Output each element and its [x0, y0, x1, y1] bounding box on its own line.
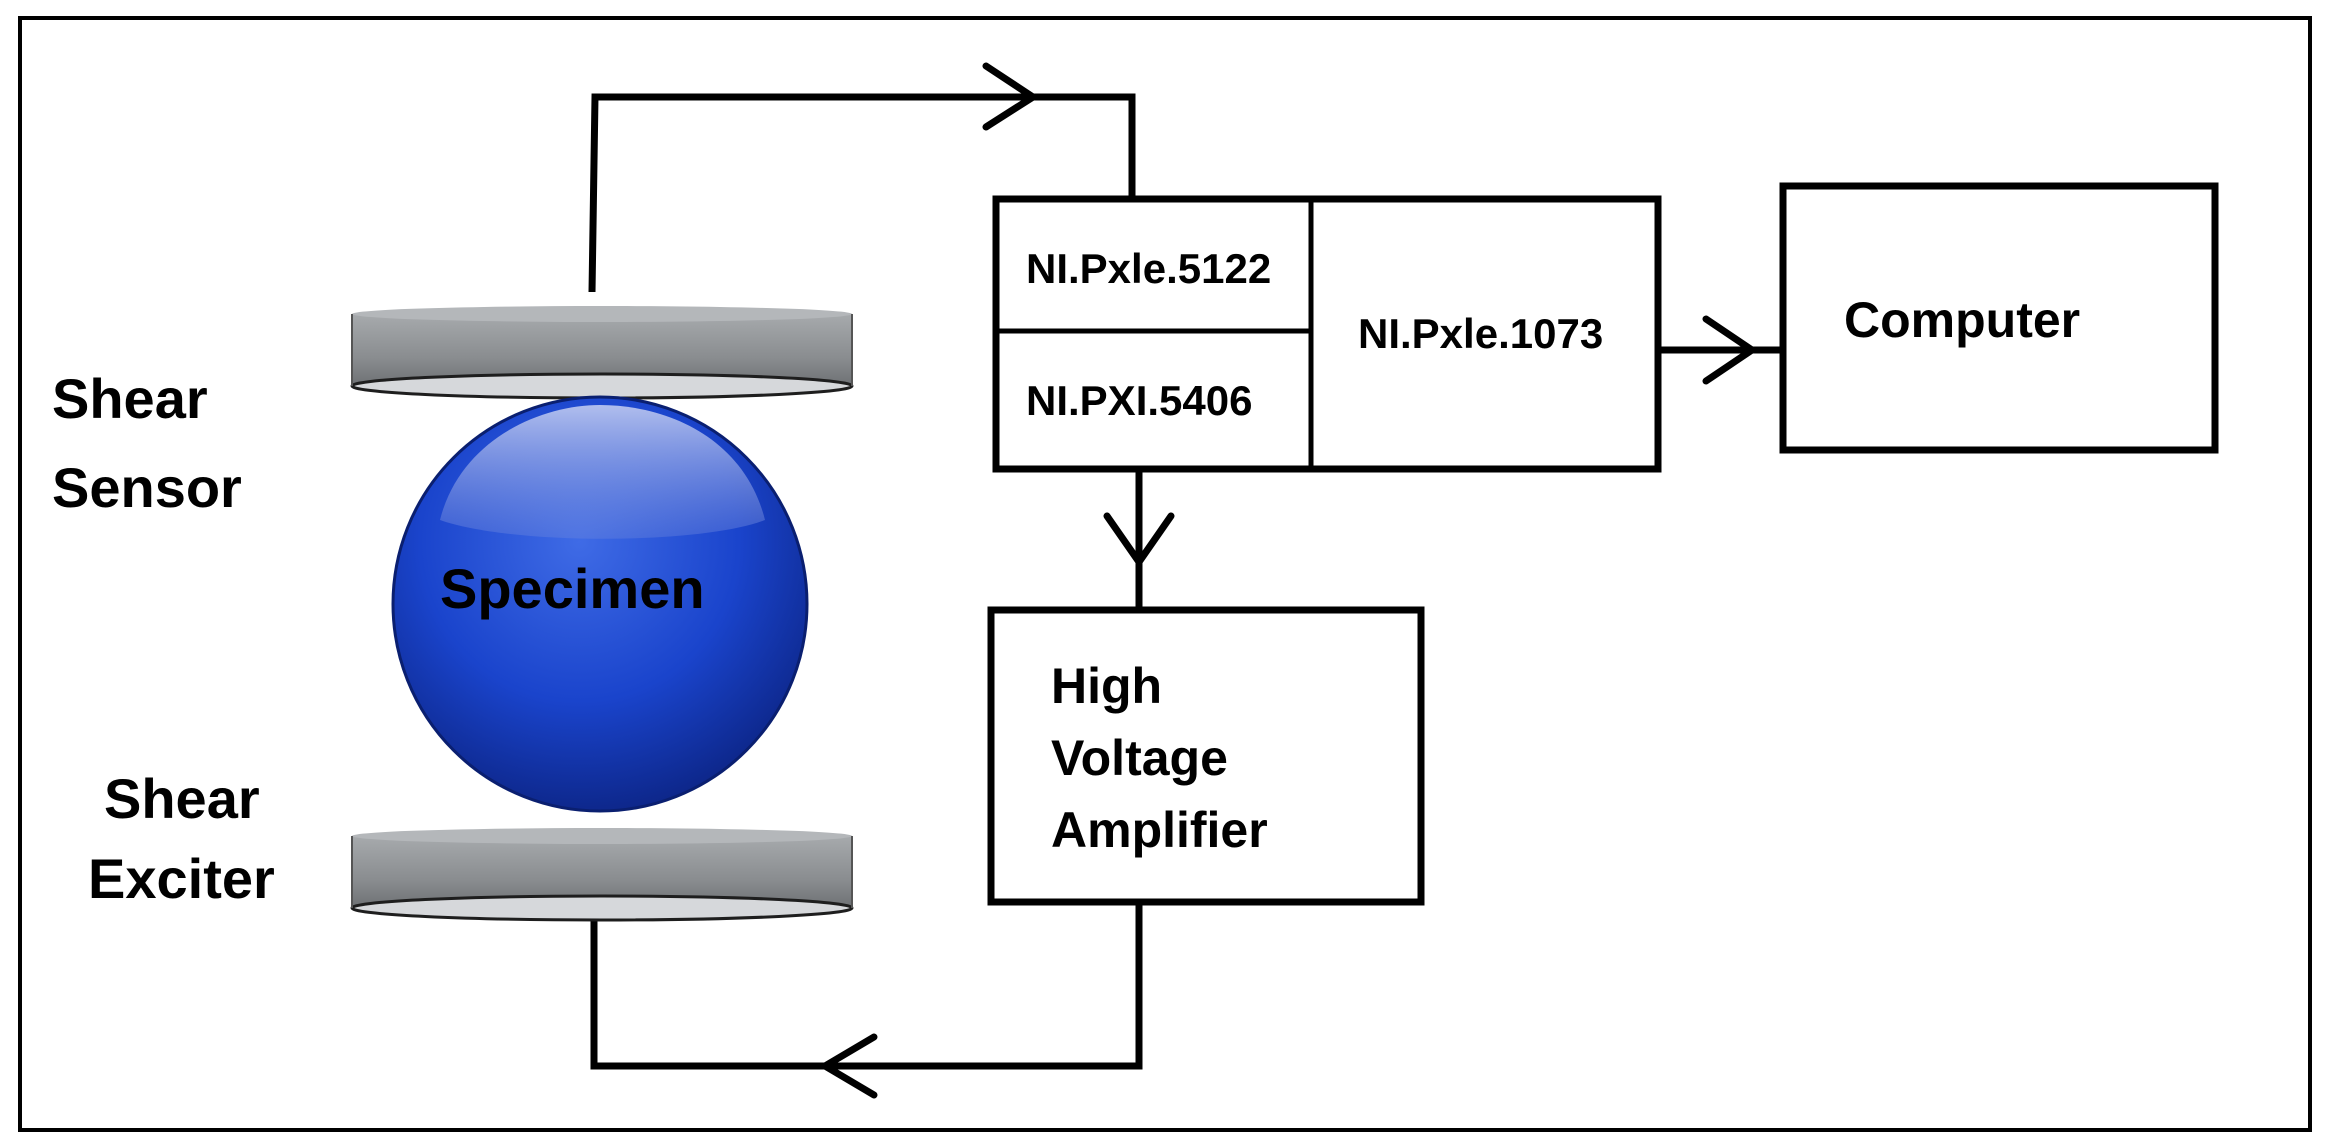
shear-exciter-disc: [350, 828, 854, 922]
shear-sensor-label-line1: Shear: [52, 367, 208, 430]
amplifier-to-exciter-wire: [590, 905, 1143, 1070]
shear-exciter-label-line2: Exciter: [88, 847, 275, 910]
daq-chassis: [992, 195, 1662, 473]
amplifier-to-exciter-arrow: [821, 1033, 878, 1099]
sensor-to-daq-wire: [588, 93, 1136, 293]
shear-exciter-label-line1: Shear: [104, 767, 260, 830]
daq-module-5122: NI.Pxle.5122: [1026, 245, 1271, 292]
amplifier-box: [987, 606, 1425, 906]
specimen-sphere: [391, 395, 809, 813]
amplifier-label-line2: Voltage: [1051, 730, 1228, 786]
sensor-to-daq-arrow: [982, 62, 1037, 131]
amplifier-label-line3: Amplifier: [1051, 802, 1268, 858]
computer-box: [1779, 182, 2219, 454]
daq-to-amplifier-arrow: [1103, 512, 1175, 566]
computer-label: Computer: [1844, 292, 2080, 348]
controller-1073: NI.Pxle.1073: [1358, 310, 1603, 357]
shear-sensor-disc: [350, 306, 854, 400]
daq-module-5406: NI.PXI.5406: [1026, 377, 1252, 424]
daq-to-computer-arrow: [1702, 315, 1756, 385]
specimen-label: Specimen: [440, 557, 705, 620]
shear-sensor-label-line2: Sensor: [52, 456, 242, 519]
amplifier-label-line1: High: [1051, 658, 1162, 714]
